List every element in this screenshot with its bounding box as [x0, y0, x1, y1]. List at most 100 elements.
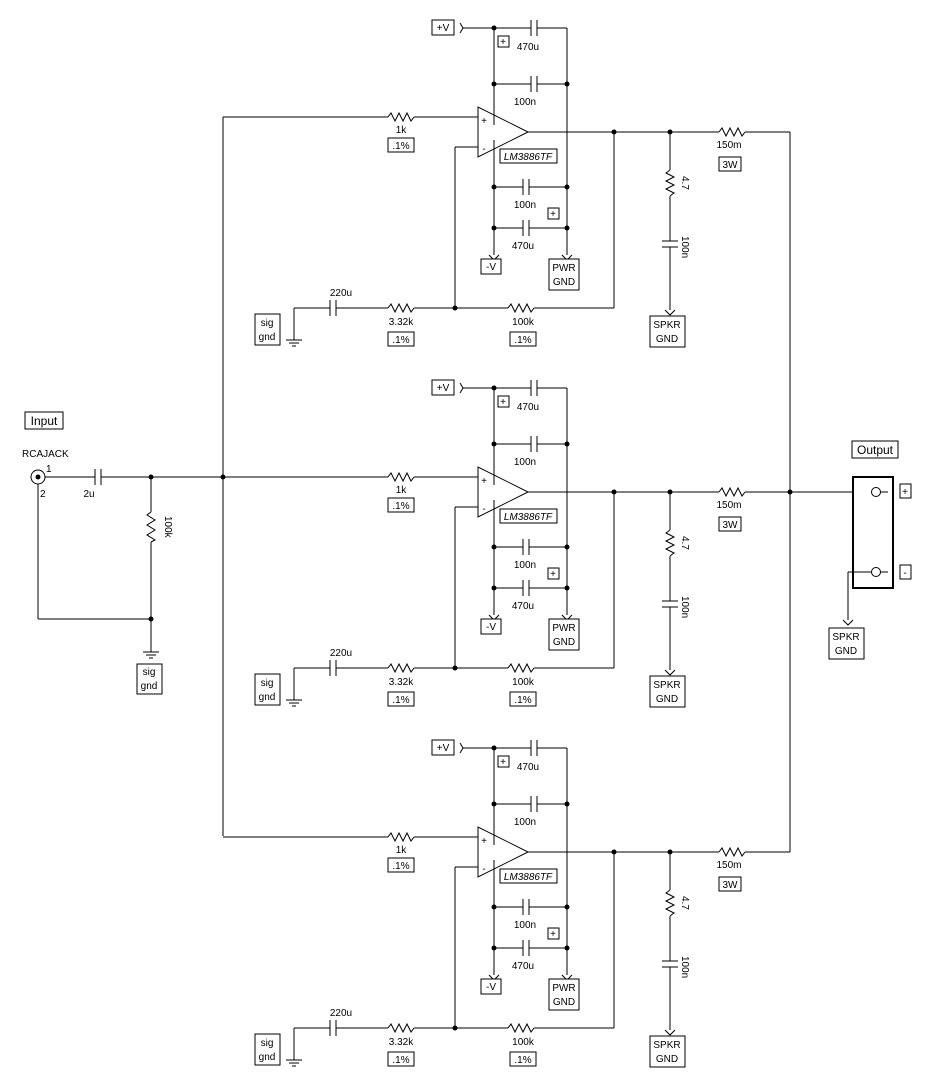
- input-label-box: [24, 411, 64, 430]
- input-res-value: 1k: [396, 845, 408, 856]
- cap-top-ceramic-value: 100n: [514, 457, 536, 468]
- spkr-gnd-label-2: GND: [656, 694, 678, 705]
- sig-gnd-label: sig: [261, 318, 274, 329]
- pwr-gnd-label: PWR: [552, 263, 575, 274]
- spkr-gnd-label: SPKR: [653, 1040, 680, 1051]
- jack-pin1: 1: [46, 464, 52, 475]
- feedback-res-tol: .1%: [514, 1055, 531, 1066]
- supply-neg-label: -V: [486, 262, 496, 273]
- output-section: Output + - SPKR GND: [787, 132, 912, 852]
- pwr-gnd-label: PWR: [552, 983, 575, 994]
- feedback-res-value: 100k: [512, 317, 535, 328]
- feedback-res-value: 100k: [512, 677, 535, 688]
- sig-gnd-label-2: gnd: [259, 1052, 276, 1063]
- spkr-gnd-label: SPKR: [653, 680, 680, 691]
- cap-polarity-top: +: [500, 397, 506, 408]
- cap-top-ceramic-value: 100n: [514, 97, 536, 108]
- cap-top-ceramic-value: 100n: [514, 817, 536, 828]
- supply-neg-label: -V: [486, 622, 496, 633]
- cap-bot-bulk-value: 470u: [512, 961, 534, 972]
- cap-bot-ceramic-value: 100n: [514, 200, 536, 211]
- zobel-res-value: 4.7: [679, 536, 690, 550]
- output-res-power: 3W: [723, 880, 739, 891]
- feedback-cap-value: 220u: [330, 1008, 352, 1019]
- spkr-gnd-label-2: GND: [656, 1054, 678, 1065]
- zobel-cap-value: 100n: [679, 956, 690, 978]
- pwr-gnd-label-2: GND: [553, 997, 575, 1008]
- sig-gnd-label-2: gnd: [259, 332, 276, 343]
- pwr-gnd-label-2: GND: [553, 637, 575, 648]
- feedback-res-tol: .1%: [514, 335, 531, 346]
- output-res-value: 150m: [716, 500, 741, 511]
- opamp-part-label: LM3886TF: [504, 512, 553, 523]
- input-cap-value: 2u: [83, 489, 94, 500]
- output-label: Output: [857, 443, 894, 457]
- sig-gnd-label: sig: [261, 1038, 274, 1049]
- zobel-cap-value: 100n: [679, 236, 690, 258]
- input-res-tol: .1%: [392, 501, 409, 512]
- channels: +V +470u 100n 1k .1% + - LM3886TF 100n +470u -V PWR…: [222, 19, 791, 1068]
- gain-res-value: 3.32k: [389, 317, 414, 328]
- svg-text:gnd: gnd: [141, 681, 158, 692]
- gain-res-value: 3.32k: [389, 677, 414, 688]
- opamp-minus: -: [482, 504, 485, 515]
- cap-bot-bulk-value: 470u: [512, 241, 534, 252]
- pwr-gnd-label: PWR: [552, 623, 575, 634]
- cap-bot-ceramic-value: 100n: [514, 560, 536, 571]
- opamp-plus: +: [481, 116, 487, 127]
- opamp-part-label: LM3886TF: [504, 152, 553, 163]
- cap-polarity-bottom: +: [550, 209, 556, 220]
- output-res-value: 150m: [716, 860, 741, 871]
- input-resistor: [146, 511, 157, 543]
- channel-wiring: [222, 739, 791, 1068]
- opamp-part-label: LM3886TF: [504, 872, 553, 883]
- feedback-res-value: 100k: [512, 1037, 535, 1048]
- opamp-plus: +: [481, 836, 487, 847]
- feedback-cap-value: 220u: [330, 648, 352, 659]
- supply-pos-label: +V: [437, 383, 450, 394]
- input-label: Input: [31, 414, 58, 428]
- gain-res-tol: .1%: [392, 335, 409, 346]
- rcajack-label: RCAJACK: [22, 449, 69, 460]
- input-res-tol: .1%: [392, 861, 409, 872]
- gain-res-tol: .1%: [392, 1055, 409, 1066]
- input-res-value: 1k: [396, 485, 408, 496]
- output-spkr-gnd: SPKR: [832, 632, 859, 643]
- pwr-gnd-label-2: GND: [553, 277, 575, 288]
- zobel-res-value: 4.7: [679, 896, 690, 910]
- output-plus-label: +: [902, 487, 908, 498]
- channel-2: +V +470u 100n 1k .1% + - LM3886TF 100n +470u -V PWR…: [222, 379, 791, 708]
- zobel-cap-value: 100n: [679, 596, 690, 618]
- output-res-power: 3W: [723, 520, 739, 531]
- input-res-tol: .1%: [392, 141, 409, 152]
- output-res-power: 3W: [723, 160, 739, 171]
- cap-polarity-bottom: +: [550, 569, 556, 580]
- opamp-plus: +: [481, 476, 487, 487]
- channel-wiring: [222, 379, 791, 708]
- input-res-value: 1k: [396, 125, 408, 136]
- cap-polarity-bottom: +: [550, 929, 556, 940]
- cap-top-bulk-value: 470u: [517, 762, 539, 773]
- cap-top-bulk-value: 470u: [517, 42, 539, 53]
- cap-bot-ceramic-value: 100n: [514, 920, 536, 931]
- feedback-res-tol: .1%: [514, 695, 531, 706]
- input-res-value: 100k: [162, 516, 173, 539]
- cap-polarity-top: +: [500, 37, 506, 48]
- feedback-cap-value: 220u: [330, 288, 352, 299]
- supply-pos-label: +V: [437, 743, 450, 754]
- supply-neg-label: -V: [486, 982, 496, 993]
- output-res-value: 150m: [716, 140, 741, 151]
- zobel-res-value: 4.7: [679, 176, 690, 190]
- opamp-minus: -: [482, 864, 485, 875]
- sig-gnd-label-2: gnd: [259, 692, 276, 703]
- output-connector: [852, 476, 894, 589]
- cap-bot-bulk-value: 470u: [512, 601, 534, 612]
- gain-res-tol: .1%: [392, 695, 409, 706]
- spkr-gnd-label: SPKR: [653, 320, 680, 331]
- supply-pos-label: +V: [437, 23, 450, 34]
- cap-top-bulk-value: 470u: [517, 402, 539, 413]
- output-terminal-plus: [871, 487, 881, 497]
